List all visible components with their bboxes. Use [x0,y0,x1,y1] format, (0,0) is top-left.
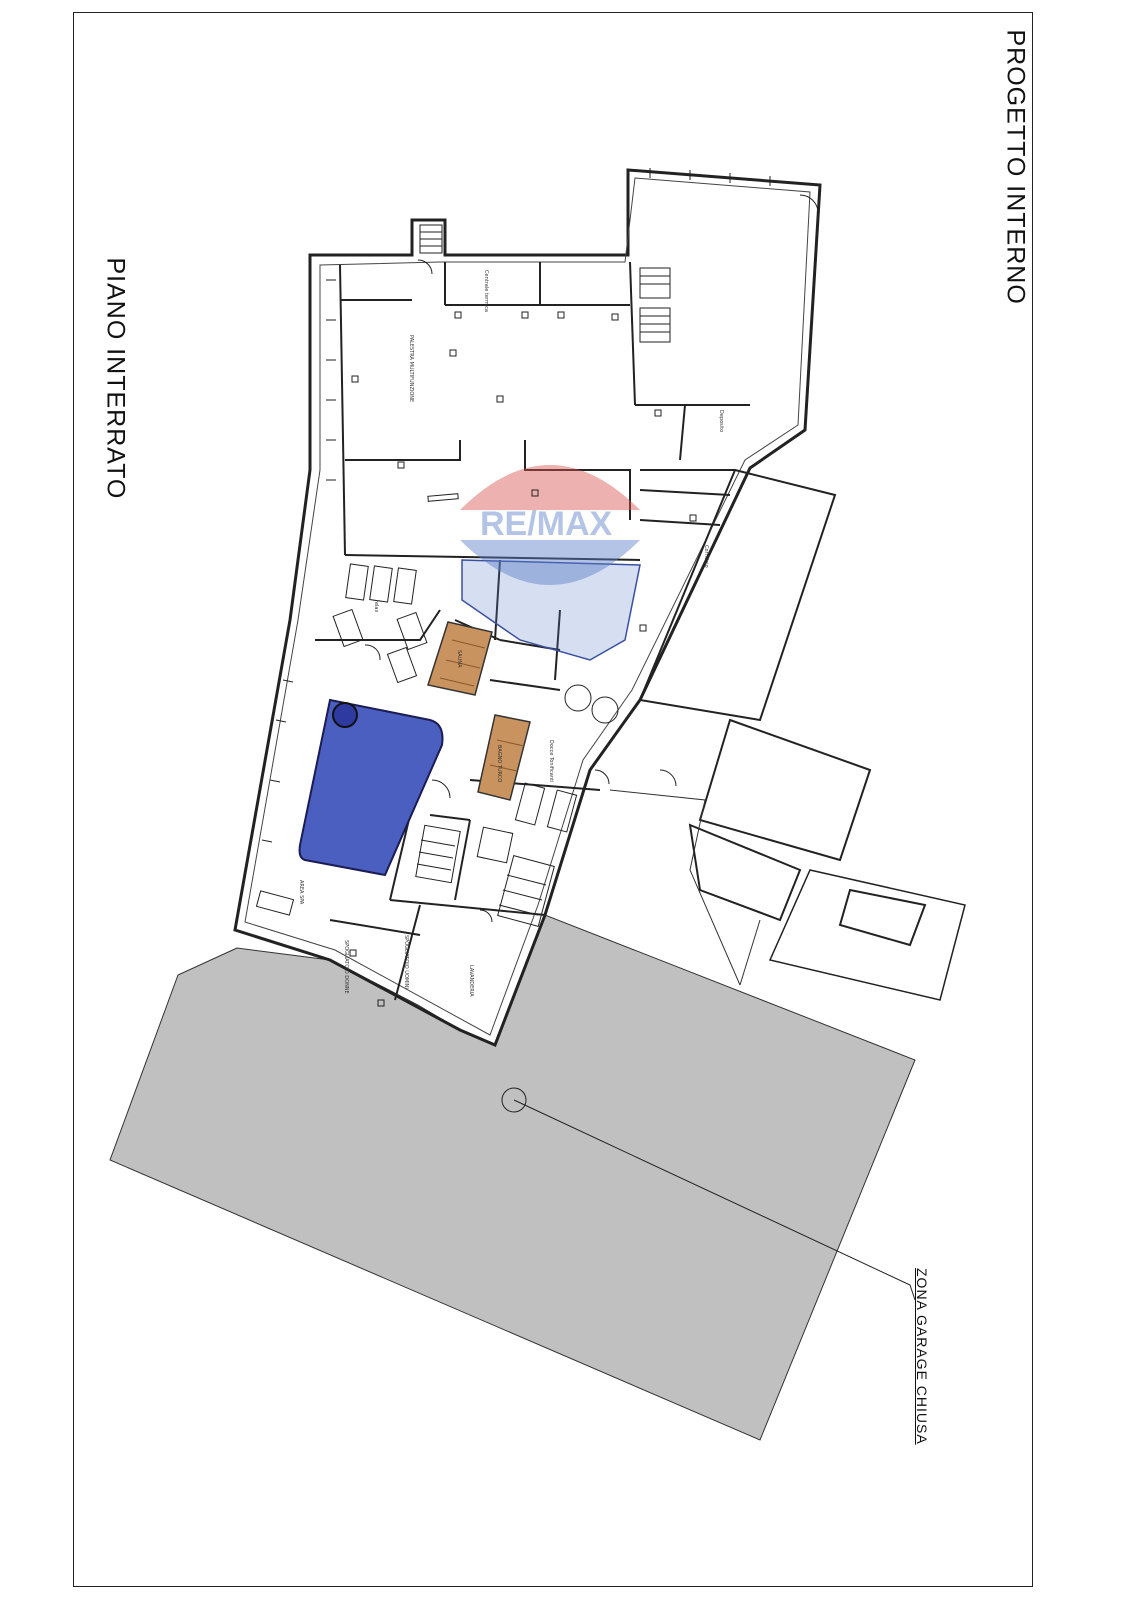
drawing-frame [73,12,1033,1587]
building-outline [233,168,822,1047]
room-labels: AREA SPA LAVANDERIA SPOGLIATOIO UOMINI S… [298,270,724,997]
annex-room [768,869,966,1001]
label-bagno-turco: BAGNO TURCO [496,745,502,782]
label-docce: Docce Tonificanti [548,740,554,782]
annex-lower [688,823,802,922]
label-lavanderia: LAVANDERIA [468,965,474,997]
label-deposito: Deposito [718,410,724,432]
label-centrale-termica: Centrale termica [483,270,489,312]
steam-benches [489,739,525,772]
sauna-benches [439,639,486,687]
garage-marker [501,1087,527,1113]
blue-zone [461,559,641,661]
relax-loungers [255,563,578,916]
label-palestra: PALESTRA MULTIFUNZIONE [408,335,414,402]
fixtures [349,311,697,1007]
annex-dividers [609,789,741,986]
remax-watermark: RE/MAX [460,465,640,585]
label-spa: AREA SPA [298,880,304,905]
window-marks [261,168,771,843]
watermark-text: RE/MAX [480,505,613,543]
swimming-pool [298,698,444,877]
annex-courtyard [698,718,872,862]
floor-title: PIANO INTERRATO [101,257,130,500]
building-inner-wall [244,177,811,1036]
shower-circles [564,684,619,724]
garage-area [109,914,916,1441]
stairs [415,224,671,927]
annex-box [838,888,927,947]
steam-room [477,714,531,801]
label-spogliatoio-uomini: SPOGLIATOIO UOMINI [403,935,409,989]
doors [364,194,819,923]
annex-upper [638,468,837,722]
interior-walls [315,261,750,1001]
garage-leader-line [513,1099,916,1301]
label-spogliatoio-donne: SPOGLIATOIO DONNE [343,940,349,994]
garage-label: ZONA GARAGE CHIUSA [914,1268,930,1445]
label-sauna: SAUNA [456,650,462,668]
pool-jacuzzi [332,702,358,728]
sauna-room [427,621,493,696]
label-corridoio: Corridoio [703,545,709,568]
project-title: PROGETTO INTERNO [1001,29,1030,305]
label-relax: relax [373,600,379,612]
